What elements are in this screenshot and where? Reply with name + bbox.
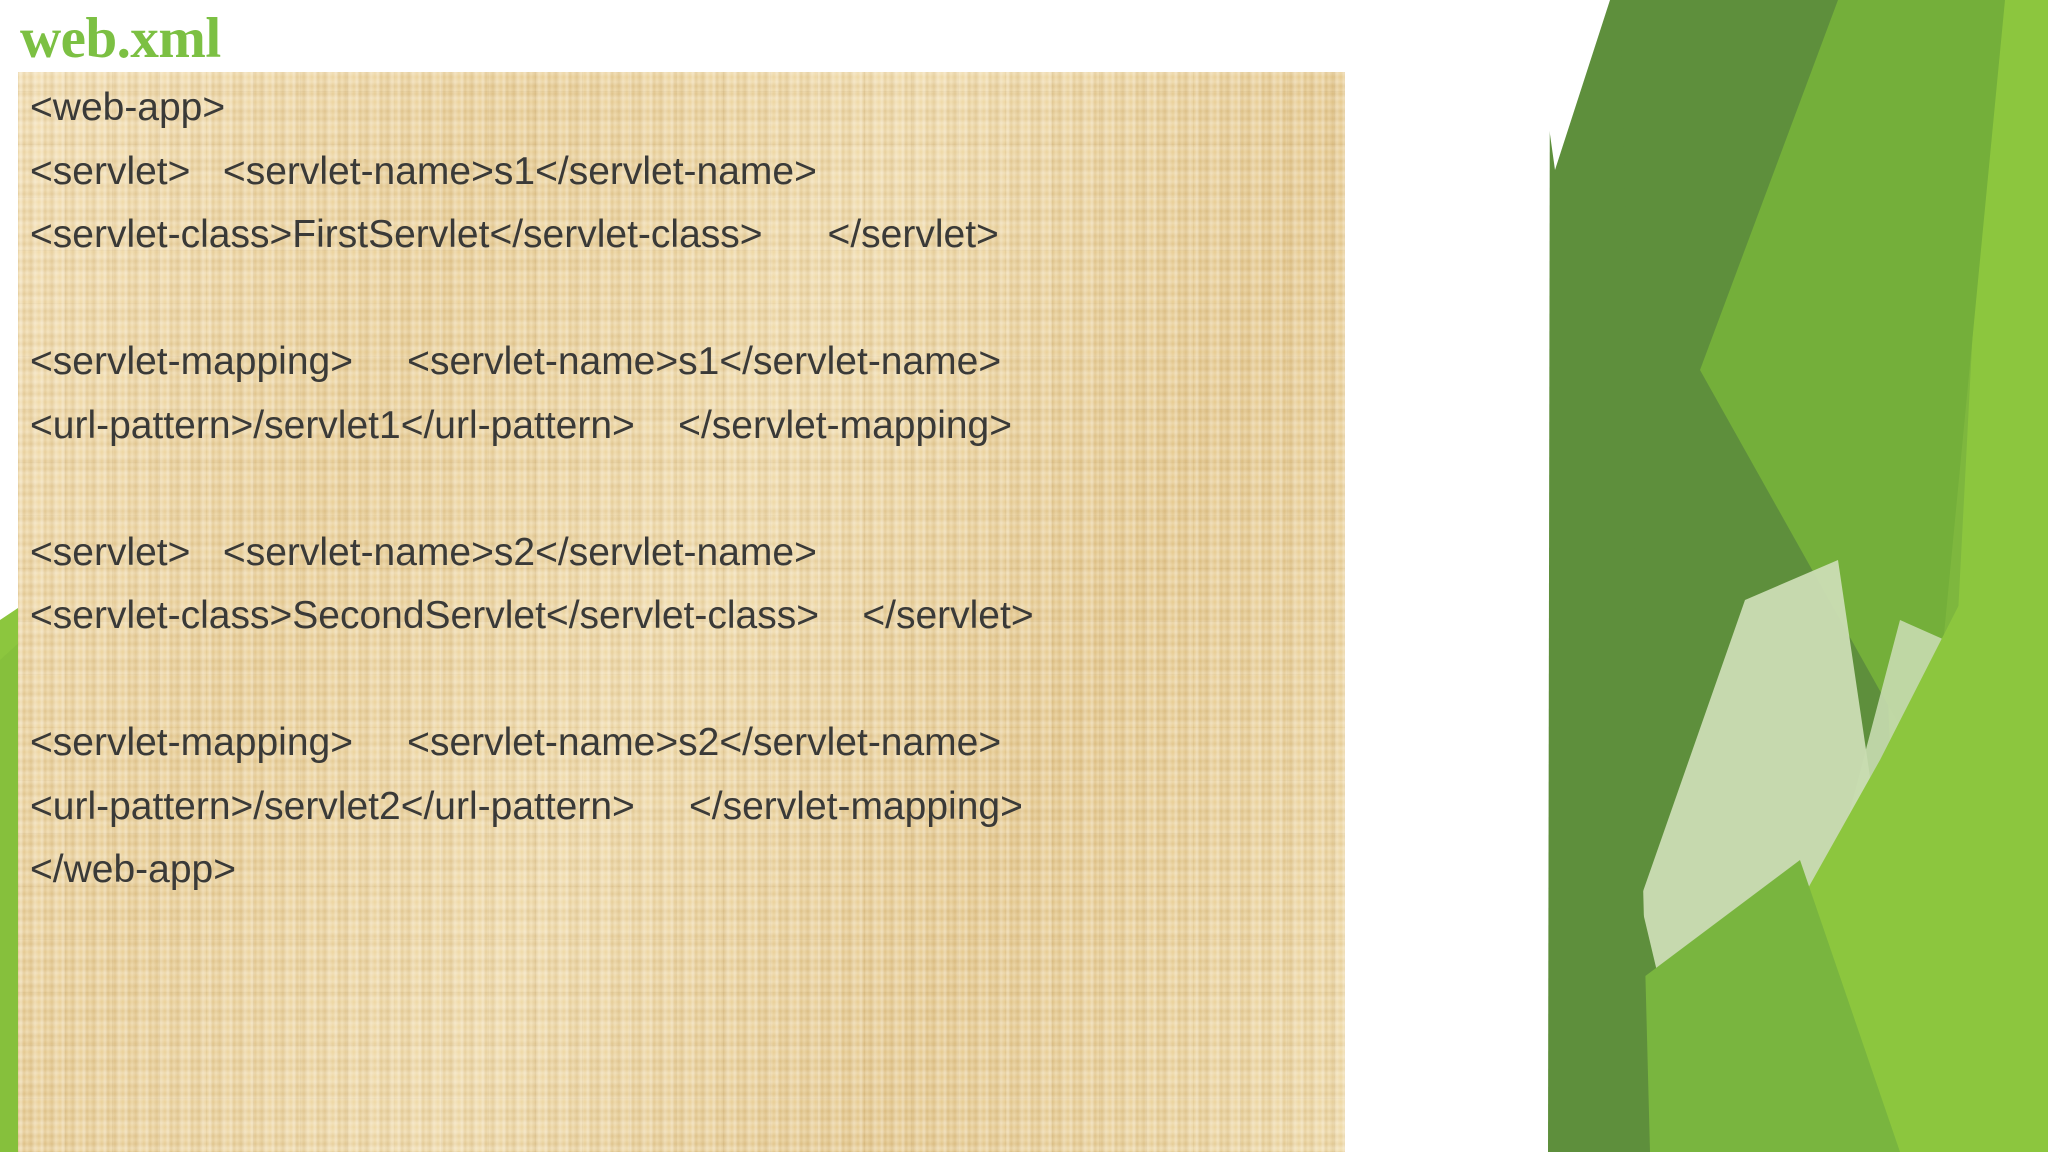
code-line: <url-pattern>/servlet2</url-pattern> </s…: [30, 784, 1023, 828]
code-line: <servlet> <servlet-name>s2</servlet-name…: [30, 530, 817, 574]
deco-shape-pale-back: [1560, 0, 2048, 1152]
page-title: web.xml: [20, 7, 221, 70]
deco-shape-pale-streak-2: [1760, 620, 1990, 1152]
code-line: <url-pattern>/servlet1</url-pattern> </s…: [30, 403, 1013, 447]
code-line: <servlet-class>FirstServlet</servlet-cla…: [30, 213, 999, 256]
xml-code-block: <web-app> <servlet> <servlet-name>s1</se…: [30, 76, 1345, 902]
deco-shape-mid-bottom: [1560, 860, 1900, 1152]
deco-shape-white-notch: [1548, 0, 1610, 170]
deco-shape-lower-bright: [1660, 430, 2048, 1152]
deco-shape-bright-far-right: [1930, 0, 2048, 1152]
code-line: <servlet-mapping> <servlet-name>s2</serv…: [30, 721, 1002, 764]
code-line-blank: [30, 457, 1345, 521]
deco-shape-bright-right: [1862, 0, 2048, 1152]
code-content-panel: <web-app> <servlet> <servlet-name>s1</se…: [18, 72, 1345, 1152]
code-line: <servlet> <servlet-name>s1</servlet-name…: [30, 149, 817, 193]
code-line: <servlet-mapping> <servlet-name>s1</serv…: [30, 340, 1002, 383]
deco-shape-edge-sliver: [1548, 0, 1650, 1152]
code-line: <servlet-class>SecondServlet</servlet-cl…: [30, 594, 1034, 637]
code-line-blank: [30, 267, 1345, 331]
code-line: </web-app>: [30, 848, 236, 891]
deco-shape-inner-bright: [1700, 0, 2005, 780]
code-line-blank: [30, 648, 1345, 712]
deco-shape-dark-wedge: [1558, 0, 2048, 1152]
code-line: <web-app>: [30, 86, 226, 129]
deco-shape-pale-streak: [1640, 560, 1900, 1152]
